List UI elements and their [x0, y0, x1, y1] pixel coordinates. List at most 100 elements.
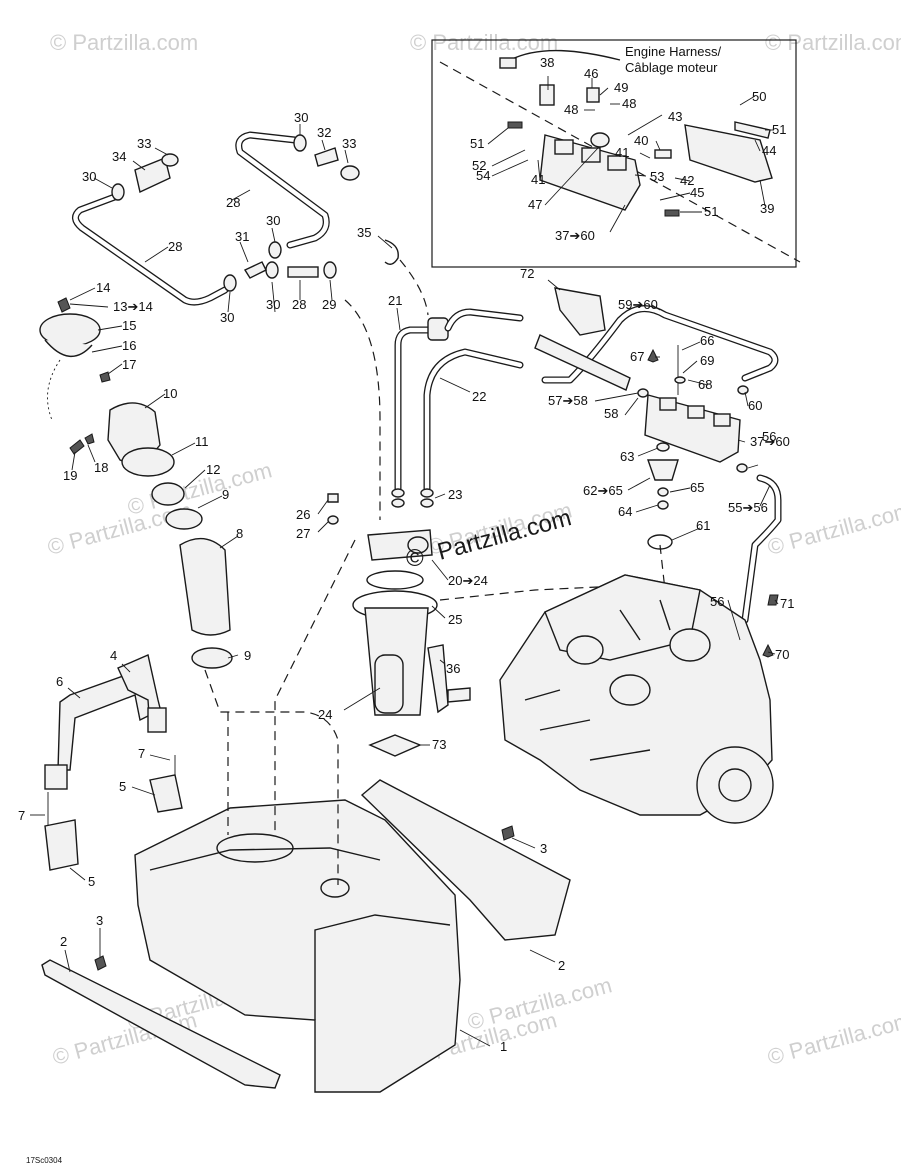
fitting-40 [654, 149, 672, 159]
screw-71 [767, 594, 779, 606]
nut-12 [151, 482, 185, 506]
tank-ridge [314, 914, 451, 1020]
injector [687, 405, 705, 419]
screw-17 [99, 371, 111, 383]
bracket-44 [684, 124, 773, 183]
engine-detail [524, 599, 671, 761]
clamp-23 [420, 488, 434, 498]
washer-18 [84, 433, 95, 445]
buckle [147, 707, 167, 733]
callout-label: 58 [604, 406, 618, 421]
callout-label: 5 [88, 874, 95, 889]
callout-label: 28 [292, 297, 306, 312]
engine-harness-wire [509, 49, 621, 61]
callout-label: 53 [650, 169, 664, 184]
pump-connector [407, 536, 429, 554]
fuel-tank-body-1 [134, 799, 461, 1093]
callout-label: 56 [762, 429, 776, 444]
clamp-30 [265, 261, 279, 279]
washer-69 [674, 376, 686, 384]
callout-label: 7 [138, 746, 145, 761]
inset-title: Engine Harness/ [625, 44, 721, 59]
injector [659, 397, 677, 411]
injector [554, 139, 574, 155]
callout-label: 16 [122, 338, 136, 353]
callout-label: 6 [56, 674, 63, 689]
callout-label: 50 [752, 89, 766, 104]
callout-leaders [30, 76, 779, 1047]
callout-label: 15 [122, 318, 136, 333]
callout-label: 59➔60 [618, 297, 658, 312]
injector [713, 413, 731, 427]
injector-rail-inset: Engine Harness/ Câblage moteur [431, 39, 801, 268]
callout-label: 49 [614, 80, 628, 95]
callout-label: 71 [780, 596, 794, 611]
watermark: © Partzilla.com [765, 497, 901, 560]
callout-label: 41 [615, 145, 629, 160]
fuel-lines [394, 287, 782, 624]
skid-plate-2 [41, 959, 281, 1089]
gasket-11 [121, 447, 175, 477]
clamp-23 [391, 488, 405, 498]
fuel-rail-37 [644, 394, 741, 463]
callout-label: 13➔14 [113, 299, 153, 314]
callout-label: 60 [748, 398, 762, 413]
callout-label: 37➔60 [750, 434, 790, 449]
callout-label: 9 [244, 648, 251, 663]
callout-label: 31 [235, 229, 249, 244]
routing-line [274, 539, 356, 835]
vent-hose-28 [235, 131, 330, 249]
bracket-72 [554, 287, 606, 336]
cap-33 [161, 153, 179, 167]
chain-16 [47, 359, 61, 421]
callout-label: 72 [520, 266, 534, 281]
bracket-5 [44, 819, 79, 871]
bracket-36 [427, 644, 449, 714]
callout-label: 2 [60, 934, 67, 949]
o-ring-65 [657, 487, 669, 497]
vent-hose-assembly [72, 131, 360, 306]
connector-31 [243, 261, 267, 279]
watermark: © Partzilla.com [410, 30, 558, 55]
clamp-30 [293, 134, 307, 152]
clamp-30 [111, 183, 125, 201]
callout-label: 52 [472, 158, 486, 173]
callout-label: 2 [558, 958, 565, 973]
callout-labels: 1 2 2 3 3 4 5 5 6 7 7 8 9 9 10 11 12 13➔… [18, 55, 794, 1054]
callout-label: 26 [296, 507, 310, 522]
filler-hose-8 [179, 537, 231, 636]
clip-26 [327, 493, 339, 503]
valve-32 [314, 147, 339, 167]
clip-35 [384, 239, 399, 265]
callout-label: 57➔58 [548, 393, 588, 408]
callout-label: 65 [690, 480, 704, 495]
callout-label: 5 [119, 779, 126, 794]
callout-label: 56 [710, 594, 724, 609]
callout-label: 38 [540, 55, 554, 70]
sealant-70 [762, 643, 774, 658]
callout-label: 23 [448, 487, 462, 502]
callout-label: 64 [618, 504, 632, 519]
callout-label: 55➔56 [728, 500, 768, 515]
valve-34 [134, 157, 171, 194]
watermark: © Partzilla.com [765, 1007, 901, 1070]
bolt-51 [507, 121, 523, 129]
callout-label: 48 [564, 102, 578, 117]
cylinder-port [609, 674, 651, 706]
callout-label: 63 [620, 449, 634, 464]
rivet-3 [501, 825, 515, 841]
hose-segment-28 [287, 266, 319, 278]
gasket-73 [368, 734, 422, 757]
inset-title: Câblage moteur [625, 60, 718, 75]
callout-label: 8 [236, 526, 243, 541]
injector [607, 155, 627, 171]
spark-plug-boss [669, 628, 711, 662]
bolt-19 [69, 439, 85, 455]
sensor-46 [586, 87, 600, 103]
callout-label: 69 [700, 353, 714, 368]
clamp-9 [165, 508, 203, 530]
callout-label: 66 [700, 333, 714, 348]
callout-label: 33 [342, 136, 356, 151]
sensor-38 [539, 84, 555, 106]
filler-opening [320, 878, 350, 898]
